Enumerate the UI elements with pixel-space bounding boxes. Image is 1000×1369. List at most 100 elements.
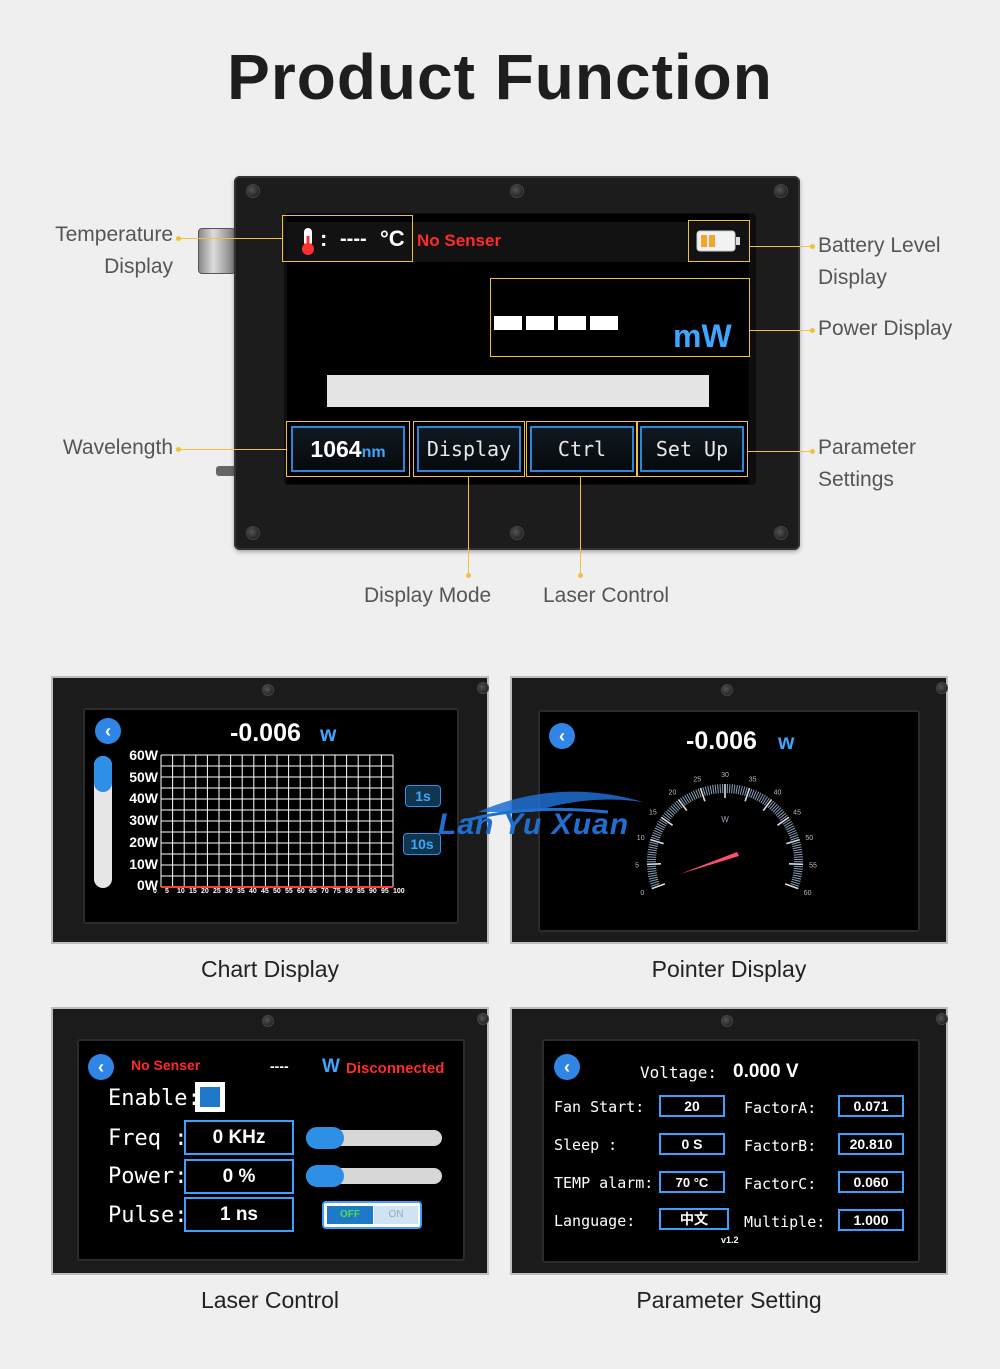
gauge-tick — [712, 784, 715, 794]
temperature-value: ---- — [340, 228, 367, 250]
watermark-text: Lan Yu Xuan — [438, 808, 630, 841]
gauge-tick — [647, 851, 657, 854]
pulse-input[interactable]: 1 ns — [184, 1197, 294, 1232]
laser-unit: W — [322, 1056, 340, 1077]
gauge-tick — [658, 821, 667, 827]
interval-1s-button[interactable]: 1s — [405, 785, 441, 807]
screw — [510, 184, 524, 198]
temperature-unit: °C — [380, 226, 405, 251]
freq-label: Freq : — [108, 1126, 188, 1151]
freq-slider-knob[interactable] — [306, 1127, 344, 1149]
gauge-tick — [791, 878, 801, 883]
power-input[interactable]: 0 % — [184, 1159, 294, 1194]
gauge-tick — [793, 851, 803, 854]
ctrl-highlight — [526, 421, 638, 477]
gauge-tick — [776, 816, 790, 826]
chart-display-caption: Chart Display — [200, 956, 340, 982]
gauge-tick — [791, 841, 801, 845]
gauge-tick — [648, 876, 658, 880]
power-slider-knob[interactable] — [306, 1165, 344, 1187]
y-tick-label: 40W — [129, 790, 158, 807]
laser-reading: ---- — [270, 1058, 289, 1074]
temperature-highlight — [282, 215, 413, 262]
factor-c-input[interactable]: 0.060 — [838, 1171, 904, 1193]
laser-toggle[interactable]: OFF ON — [322, 1201, 422, 1229]
language-label: Language: — [554, 1212, 636, 1230]
page-title: Product Function — [227, 41, 773, 113]
gauge-tick — [793, 856, 803, 858]
gauge-tick — [647, 867, 657, 870]
gauge-tick-label: 15 — [649, 810, 657, 817]
freq-input[interactable]: 0 KHz — [184, 1120, 294, 1155]
setup-highlight — [636, 421, 748, 477]
chart-vertical-slider[interactable] — [94, 756, 112, 888]
gauge-tick — [793, 853, 803, 856]
gauge-tick — [762, 798, 773, 812]
language-select[interactable]: 中文 — [659, 1208, 729, 1230]
power-digit — [590, 316, 618, 330]
gauge-tick — [786, 838, 800, 845]
x-tick-label: 70 — [321, 888, 329, 895]
power-switch[interactable] — [216, 466, 236, 476]
y-tick-label: 0W — [137, 877, 158, 894]
chart-display-panel — [51, 676, 489, 944]
temp-alarm-input[interactable]: 70 °C — [659, 1171, 725, 1193]
fan-start-label: Fan Start: — [554, 1098, 645, 1116]
gauge-tick — [783, 821, 792, 827]
parameter-setting-caption: Parameter Setting — [636, 1287, 822, 1313]
gauge-tick-label: 0 — [640, 890, 644, 897]
power-digit — [558, 316, 586, 330]
gauge-tick — [653, 829, 663, 835]
gauge-tick-label: 25 — [693, 776, 701, 783]
x-tick-label: 85 — [357, 888, 365, 895]
pointer-reading: -0.006 — [686, 727, 757, 755]
back-button[interactable]: ‹ — [554, 1054, 580, 1080]
laser-control-caption: Laser Control — [200, 1287, 340, 1313]
gauge-tick-label: 50 — [805, 835, 813, 842]
gauge-tick — [670, 805, 678, 813]
gauge-tick — [680, 797, 686, 806]
gauge-tick-label: 45 — [793, 810, 801, 817]
fan-start-input[interactable]: 20 — [659, 1095, 725, 1117]
back-button[interactable]: ‹ — [549, 723, 575, 749]
gauge-tick — [775, 809, 783, 816]
gauge-tick — [697, 788, 702, 798]
gauge-tick — [793, 867, 803, 870]
enable-checkbox[interactable] — [195, 1082, 225, 1112]
setup-tab[interactable]: Set Up — [640, 426, 744, 472]
gauge-unit-label: W — [721, 815, 729, 824]
gauge-tick — [650, 836, 660, 841]
sensor-status: No Senser — [417, 231, 502, 250]
interval-10s-button[interactable]: 10s — [403, 833, 441, 855]
display-highlight — [413, 421, 525, 477]
gauge-tick — [647, 848, 657, 852]
power-highlight — [490, 278, 750, 357]
gauge-tick-label: 5 — [635, 863, 639, 870]
factor-a-input[interactable]: 0.071 — [838, 1095, 904, 1117]
multiple-input[interactable]: 1.000 — [838, 1209, 904, 1231]
y-tick-label: 60W — [129, 747, 158, 763]
gauge-tick — [748, 788, 753, 798]
gauge-tick — [693, 790, 698, 800]
gauge-tick — [667, 809, 675, 816]
gauge-tick — [650, 880, 659, 885]
gauge-tick — [654, 827, 664, 833]
display-tab[interactable]: Display — [417, 426, 521, 472]
gauge-tick — [682, 796, 688, 805]
gauge-tick — [792, 874, 802, 878]
watermark-logo — [467, 791, 643, 822]
x-tick-label: 55 — [285, 888, 293, 895]
ctrl-tab[interactable]: Ctrl — [530, 426, 634, 472]
gauge-tick — [733, 784, 736, 794]
gauge-tick — [656, 823, 666, 829]
sleep-input[interactable]: 0 S — [659, 1133, 725, 1155]
factor-b-input[interactable]: 20.810 — [838, 1133, 904, 1155]
gauge-tick — [770, 803, 778, 812]
back-button[interactable]: ‹ — [95, 718, 121, 744]
gauge-tick — [647, 865, 657, 868]
gauge-tick — [764, 797, 770, 806]
back-button[interactable]: ‹ — [88, 1054, 114, 1080]
gauge-tick — [647, 856, 657, 858]
